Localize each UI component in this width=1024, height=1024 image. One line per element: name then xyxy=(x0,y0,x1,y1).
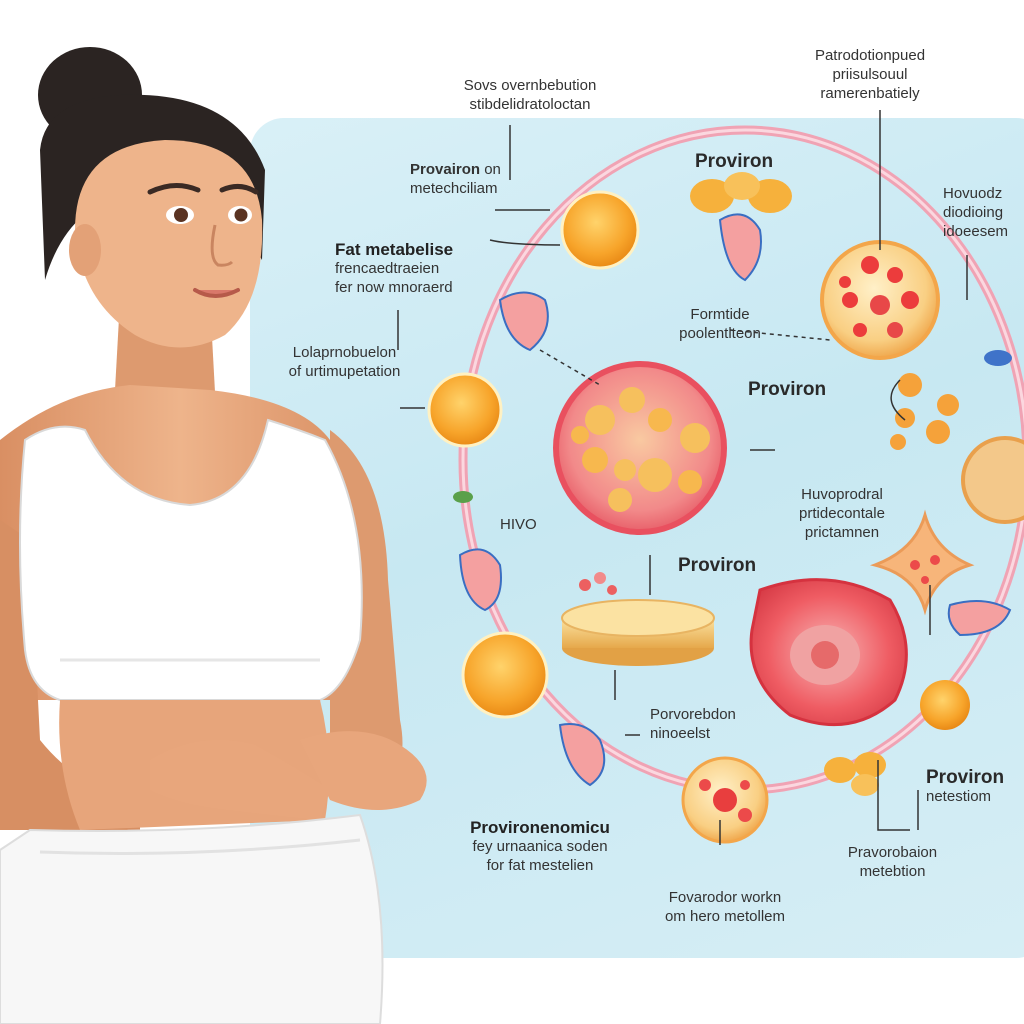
label-provironomicu-title: Provironenomicu xyxy=(470,818,610,837)
label-formtide-line1: Formtide xyxy=(690,306,750,323)
pants xyxy=(0,813,384,1024)
label-formtide-line2: poolentlteon xyxy=(679,325,761,342)
cell-red-blood xyxy=(749,578,908,727)
label-proviron-on-line2: metechciliam xyxy=(410,180,498,197)
label-proviron-right-line2: netestiom xyxy=(926,788,992,805)
label-lolaprno-line2: of urtimupetation xyxy=(288,363,401,380)
woman-figure xyxy=(0,47,427,1024)
label-pravorobaion: Pravorobaion metebtion xyxy=(815,843,970,881)
label-provironomicu: Provironenomicu fey urnaanica soden for … xyxy=(440,818,640,875)
label-right-edge-line2: diodioing xyxy=(943,204,1004,221)
label-huvoprodral-line3: prictamnen xyxy=(804,524,880,541)
label-hivo: HIVO xyxy=(500,516,537,533)
cell-center-adipose xyxy=(553,361,727,535)
cell-top-orange xyxy=(560,190,640,270)
label-proviron-right-title: Proviron xyxy=(926,767,1005,788)
label-fovarodor-line2: om hero metollem xyxy=(664,908,786,925)
label-lolaprno-line1: Lolaprnobuelon xyxy=(292,344,397,361)
label-porvorebdon-line1: Porvorebdon xyxy=(650,706,736,723)
label-provironomicu-line2: fey urnaanica soden xyxy=(472,838,608,855)
label-top-right: Patrodotionpued priisulsouul ramerenbati… xyxy=(780,46,960,103)
mouth xyxy=(193,288,240,298)
cell-top-right-fat xyxy=(820,240,940,360)
enzyme-pieces xyxy=(453,213,1012,787)
fat-droplet-cluster-top xyxy=(690,172,792,213)
label-top-right-line1: Patrodotionpued xyxy=(814,47,926,64)
label-huvoprodral-line2: prtidecontale xyxy=(799,505,885,522)
label-pravorobaion-line1: Pravorobaion xyxy=(847,844,938,861)
label-top-right-line3: ramerenbatiely xyxy=(820,85,920,102)
cell-left-orange xyxy=(427,372,503,448)
label-fat-metabolise-line3: fer now mnoraerd xyxy=(335,279,453,296)
label-right-edge-line3: idoeesem xyxy=(943,223,1009,240)
label-pravorobaion-line2: metebtion xyxy=(859,863,926,880)
left-arm xyxy=(0,520,140,830)
label-top-right-line2: priisulsouul xyxy=(832,66,908,83)
label-porvorebdon-line2: ninoeelst xyxy=(650,725,711,742)
connector-lines xyxy=(397,110,968,845)
label-porvorebdon: Porvorebdon ninoeelst xyxy=(650,705,770,743)
label-huvoprodral-line1: Huvoprodral xyxy=(801,486,883,503)
label-right-edge-line1: Hovuodz xyxy=(943,185,1003,202)
label-huvoprodral: Huvoprodral prtidecontale prictamnen xyxy=(772,485,912,542)
label-fat-metabolise-line2: frencaedtraeien xyxy=(335,260,440,277)
cell-bottom-left-orange xyxy=(461,631,549,719)
label-lolaprno: Lolaprnobuelon of urtimupetation xyxy=(262,343,427,381)
label-proviron-on: Provairon on metechciliam xyxy=(410,160,550,198)
small-orange-particles xyxy=(890,373,959,450)
label-fat-metabolise-title: Fat metabelise xyxy=(335,240,454,259)
label-proviron-on-word: on xyxy=(484,161,501,178)
fat-disc xyxy=(561,572,715,666)
cell-right-muscle xyxy=(961,436,1024,524)
label-provironomicu-line3: for fat mestelien xyxy=(486,857,594,874)
label-fovarodor: Fovarodor workn om hero metollem xyxy=(640,888,810,926)
cell-bottom-fat xyxy=(681,756,769,844)
label-proviron-top: Proviron xyxy=(695,151,774,172)
label-proviron-mid: Proviron xyxy=(748,379,827,400)
hands xyxy=(150,740,330,820)
label-fat-metabolise: Fat metabelise frencaedtraeien fer now m… xyxy=(335,240,485,297)
label-proviron-on-bold: Provairon xyxy=(410,161,481,178)
label-top-center: Sovs overnbebution stibdelidratoloctan xyxy=(430,76,630,114)
label-top-center-line1: Sovs overnbebution xyxy=(463,77,597,94)
label-proviron-right: Proviron netestiom xyxy=(926,768,1024,806)
label-formtide: Formtide poolentlteon xyxy=(650,305,790,343)
sports-top xyxy=(19,418,363,701)
label-proviron-center: Proviron xyxy=(678,555,757,576)
cell-star-shape xyxy=(869,509,975,616)
label-top-center-line2: stibdelidratoloctan xyxy=(469,96,591,113)
label-right-edge: Hovuodz diodioing idoeesem xyxy=(943,184,1024,241)
face xyxy=(75,140,263,348)
label-fovarodor-line1: Fovarodor workn xyxy=(668,889,782,906)
